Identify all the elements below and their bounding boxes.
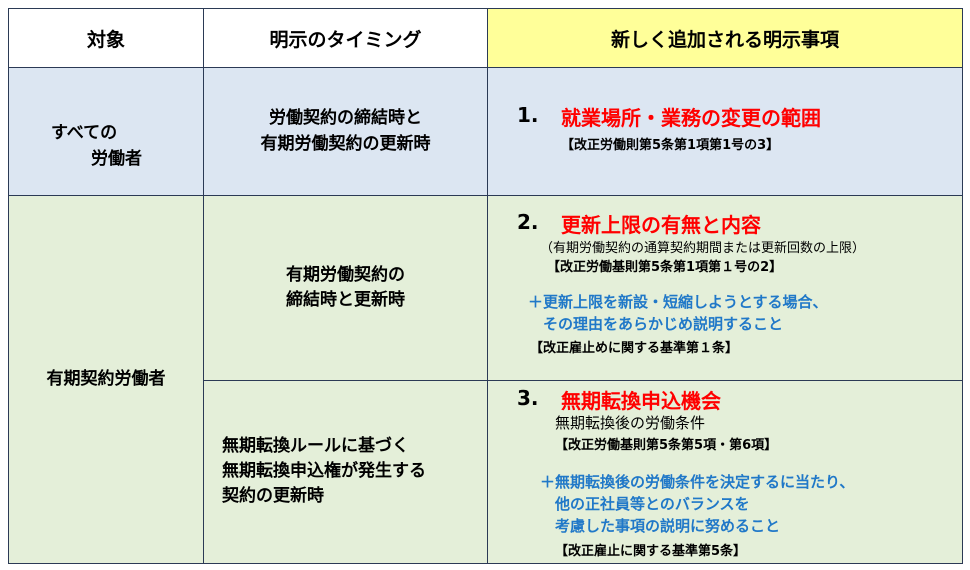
item-reference: 【改正労働則第5条第1項第1号の3】	[561, 138, 780, 153]
row2-items-cell: 2. 更新上限の有無と内容 （有期労働契約の通算契約期間または更新回数の上限） …	[487, 195, 963, 381]
item-title: 就業場所・業務の変更の範囲	[561, 106, 821, 130]
item-plus-line2: 他の正社員等とのバランスを	[555, 495, 750, 513]
item-title: 無期転換申込機会	[561, 389, 721, 413]
header-items: 新しく追加される明示事項	[487, 8, 963, 68]
item-number: 1.	[517, 103, 539, 127]
header-timing: 明示のタイミング	[203, 8, 488, 68]
item-note: （有期労働契約の通算契約期間または更新回数の上限）	[540, 241, 866, 256]
item-reference2: 【改正雇止めに関する基準第１条】	[530, 341, 739, 356]
row2-target-cell: 有期契約労働者	[8, 195, 204, 564]
item-plus-line1: ＋無期転換後の労働条件を決定するに当たり、	[540, 473, 855, 491]
item-number: 3.	[517, 386, 539, 410]
row1-target-cell: すべての 労働者	[8, 67, 204, 196]
item-sub: 無期転換後の労働条件	[555, 414, 706, 432]
item-title: 更新上限の有無と内容	[561, 213, 761, 237]
item-reference2: 【改正雇止に関する基準第5条】	[555, 544, 747, 559]
item-plus-line1: ＋更新上限を新設・短縮しようとする場合、	[528, 293, 828, 311]
row3-timing-cell: 無期転換ルールに基づく 無期転換申込権が発生する 契約の更新時	[203, 380, 488, 564]
row1-timing-line2: 有期労働契約の更新時	[260, 133, 431, 154]
row1-target-line1: すべての	[51, 123, 118, 143]
row2-timing-line2: 締結時と更新時	[286, 290, 405, 310]
row2-timing-line1: 有期労働契約の	[286, 264, 405, 285]
row3-timing-line3: 契約の更新時	[222, 486, 324, 506]
item-number: 2.	[517, 210, 539, 234]
item-plus-line2: その理由をあらかじめ説明すること	[543, 315, 784, 333]
row1-timing-cell: 労働契約の締結時と 有期労働契約の更新時	[203, 67, 488, 196]
row2-target: 有期契約労働者	[46, 368, 166, 389]
header-target: 対象	[8, 8, 204, 68]
row1-items-cell: 1. 就業場所・業務の変更の範囲 【改正労働則第5条第1項第1号の3】	[487, 67, 963, 196]
row1-timing-line1: 労働契約の締結時と	[269, 108, 422, 128]
row3-timing-line2: 無期転換申込権が発生する	[222, 461, 426, 481]
item-reference: 【改正労働基則第5条第5項・第6項】	[555, 438, 778, 453]
row2-timing-cell: 有期労働契約の 締結時と更新時	[203, 195, 488, 381]
row3-items-cell: 3. 無期転換申込機会 無期転換後の労働条件 【改正労働基則第5条第5項・第6項…	[487, 380, 963, 564]
row1-target-line2: 労働者	[91, 149, 142, 169]
row3-timing-line1: 無期転換ルールに基づく	[222, 436, 409, 456]
item-plus-line3: 考慮した事項の説明に努めること	[555, 517, 781, 535]
item-reference: 【改正労働基則第5条第1項第１号の2】	[547, 260, 783, 275]
